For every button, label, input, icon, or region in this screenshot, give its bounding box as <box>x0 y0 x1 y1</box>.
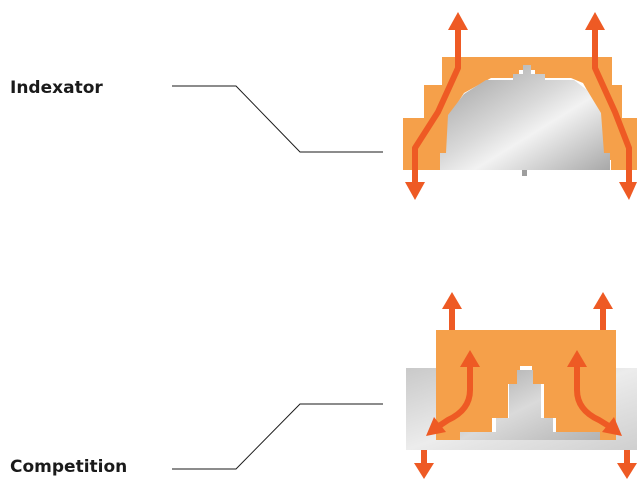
competition-arrowhead-inner-right-up <box>567 350 587 367</box>
competition-label: Competition <box>10 457 128 477</box>
competition-arrowhead-up-right <box>593 292 613 309</box>
competition-arrowhead-inner-left-down <box>426 417 446 436</box>
indexator-arrow-up-left <box>412 22 461 188</box>
competition-arrowhead-down-right <box>617 463 637 479</box>
competition-metal-core <box>460 370 600 440</box>
competition-arrow-inner-left <box>434 362 473 431</box>
indexator-arrow-up-right <box>592 22 632 188</box>
competition-arrowhead-inner-left-up <box>460 350 480 367</box>
competition-arrowhead-inner-right-down <box>602 417 622 436</box>
competition-arrowhead-down-left <box>414 463 434 479</box>
indexator-figure <box>172 12 637 200</box>
indexator-arrowhead-up-left <box>448 12 468 30</box>
indexator-arrowhead-up-right <box>585 12 605 30</box>
indexator-leader-line <box>172 85 383 153</box>
indexator-arrowhead-down-left <box>405 182 425 200</box>
indexator-orange-seal <box>403 57 637 170</box>
competition-orange-seal <box>436 330 616 440</box>
indexator-pin <box>522 170 527 176</box>
indexator-metal-core <box>440 65 610 170</box>
indexator-label: Indexator <box>10 78 103 98</box>
competition-arrowhead-up-left <box>442 292 462 309</box>
competition-figure <box>172 292 637 479</box>
competition-housing <box>406 368 637 450</box>
competition-arrow-inner-right <box>574 362 614 431</box>
indexator-arrowhead-down-right <box>619 182 637 200</box>
competition-leader-line <box>172 403 383 470</box>
